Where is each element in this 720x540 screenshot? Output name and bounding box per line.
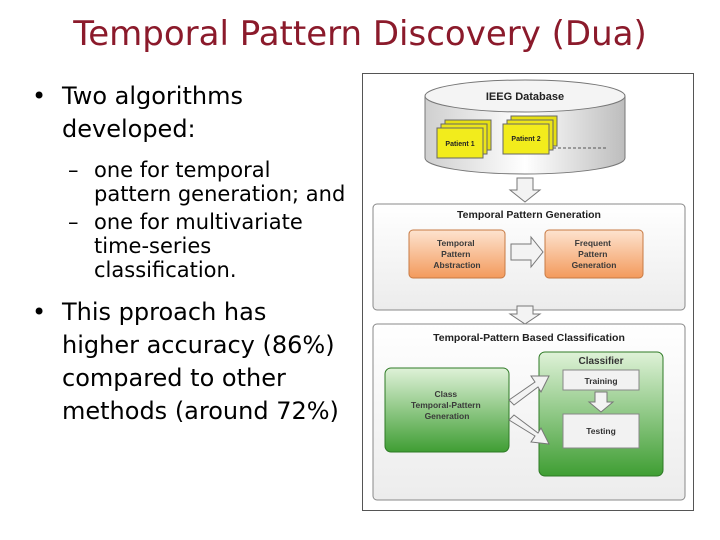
class-generation-label: Class Temporal-Pattern Generation (411, 389, 483, 421)
patient-2-label: Patient 2 (511, 136, 540, 143)
diagram-frame: IEEG Database Patient 1 Patient 2 Tempor… (362, 73, 694, 511)
patient-1-stack (436, 119, 492, 159)
frequent-pattern-box (544, 229, 644, 279)
training-label: Training (584, 376, 617, 386)
down-arrow-icon (587, 391, 615, 413)
dash-icon: – (68, 158, 79, 182)
patient-2-stack (502, 115, 558, 155)
bullet-text: Two algorithms developed: (62, 82, 243, 143)
abstraction-box (408, 229, 506, 279)
dash-icon: – (68, 210, 79, 234)
bullet-icon: • (32, 298, 47, 326)
stage-1-title: Temporal Pattern Generation (457, 209, 601, 221)
bullet-item: • This pproach has higher accuracy (86%)… (30, 296, 350, 428)
bullet-list: • Two algorithms developed: – one for te… (30, 80, 350, 428)
training-box (562, 369, 640, 391)
patient-1-label: Patient 1 (445, 141, 474, 148)
bullet-item: • Two algorithms developed: (30, 80, 350, 146)
stage-2-title: Temporal-Pattern Based Classification (433, 332, 625, 344)
frequent-pattern-label: Frequent Pattern Generation (572, 238, 617, 270)
right-arrow-icon (510, 235, 544, 269)
workflow-diagram: IEEG Database Patient 1 Patient 2 Tempor… (372, 79, 686, 501)
testing-label: Testing (586, 426, 616, 436)
sub-bullet-item: – one for multivariate time-series class… (30, 210, 350, 282)
sub-bullet-text: one for temporal pattern generation; and (94, 158, 346, 206)
database-title: IEEG Database (486, 91, 564, 103)
class-generation-box (384, 367, 510, 453)
arrow-to-testing-icon (508, 414, 550, 445)
down-arrow-icon (508, 177, 542, 203)
sub-bullet-item: – one for temporal pattern generation; a… (30, 158, 350, 206)
bullet-text: This pproach has higher accuracy (86%) c… (62, 298, 339, 425)
bullet-icon: • (32, 82, 47, 110)
abstraction-label: Temporal Pattern Abstraction (433, 238, 480, 270)
arrow-to-training-icon (508, 375, 550, 406)
slide-title: Temporal Pattern Discovery (Dua) (73, 14, 647, 54)
classifier-title: Classifier (578, 356, 623, 367)
testing-box (562, 413, 640, 449)
down-arrow-icon (508, 305, 542, 325)
sub-bullet-text: one for multivariate time-series classif… (94, 210, 303, 282)
